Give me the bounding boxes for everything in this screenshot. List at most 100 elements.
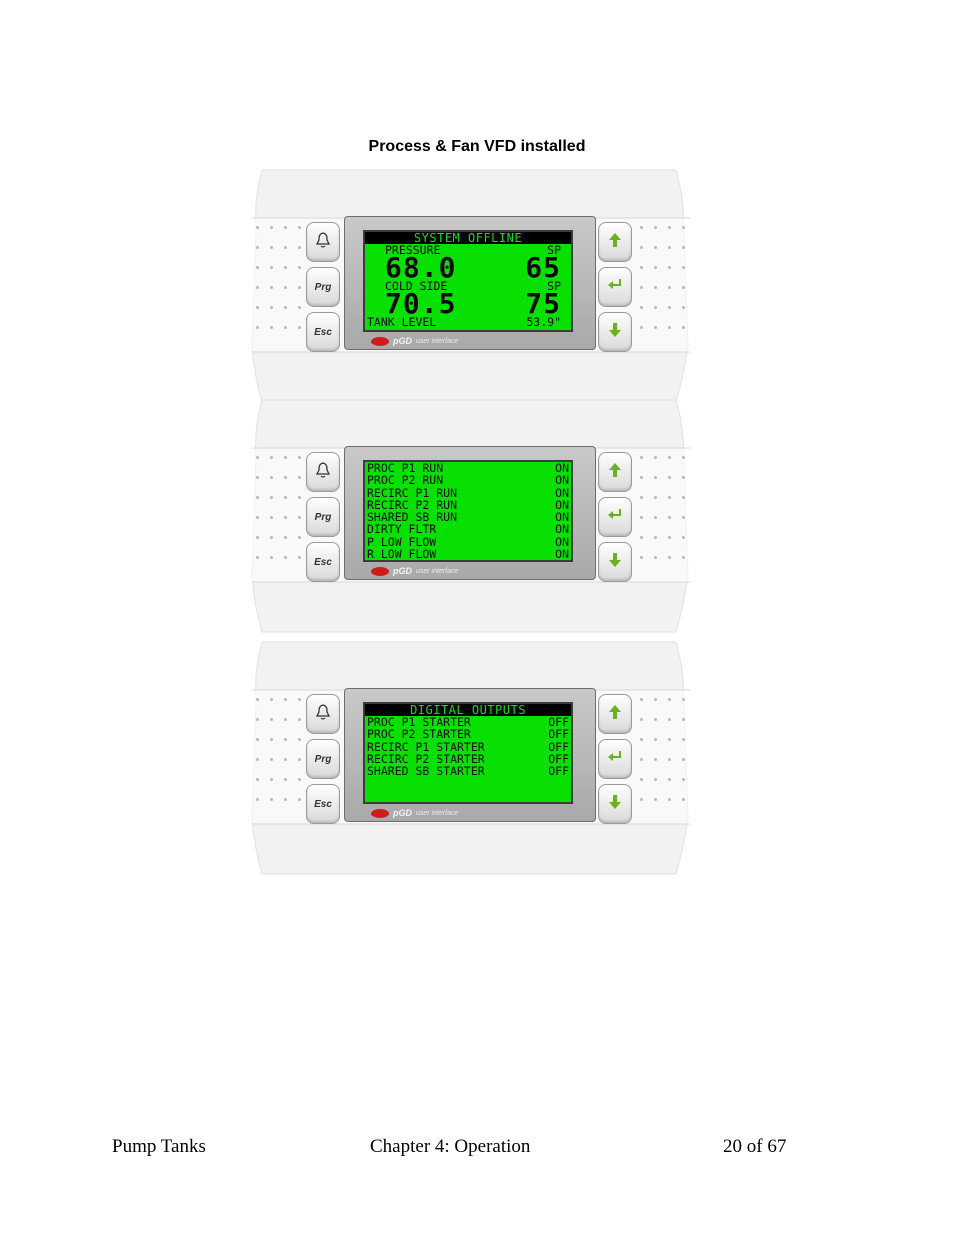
- enter-icon: [607, 278, 623, 297]
- page-heading: Process & Fan VFD installed: [368, 138, 586, 155]
- lcd-row-label: RECIRC P2 STARTER: [367, 751, 485, 766]
- lcd-row-value: OFF: [548, 715, 569, 729]
- lcd-row: DIRTY FLTR ON: [365, 522, 571, 537]
- speaker-grille: [256, 698, 304, 814]
- bell-icon: [315, 461, 331, 484]
- lcd-row-value: OFF: [548, 739, 569, 754]
- lcd-row-label: SHARED SB STARTER: [367, 764, 485, 779]
- lcd-row-label: PROC P1 STARTER: [367, 715, 471, 729]
- lcd-header: SYSTEM OFFLINE: [365, 232, 571, 244]
- lcd-row-value: ON: [555, 534, 569, 549]
- prg-button[interactable]: Prg: [306, 267, 340, 307]
- lcd-row-label: PROC P2 RUN: [367, 473, 444, 488]
- lcd-row-value: ON: [555, 485, 569, 500]
- brand-tagline: user interface: [416, 567, 459, 575]
- lcd-row-label: P LOW FLOW: [367, 534, 437, 549]
- down-button[interactable]: [598, 312, 632, 352]
- pgd-mark: pGD: [393, 566, 412, 576]
- speaker-grille: [256, 226, 304, 342]
- alarm-button[interactable]: [306, 694, 340, 734]
- lcd-row-value: ON: [555, 522, 569, 537]
- arrow-up-icon: [608, 462, 622, 483]
- enter-button[interactable]: [598, 739, 632, 779]
- brand-strip: pGD user interface: [371, 566, 458, 576]
- lcd-row-value: ON: [555, 473, 569, 488]
- footer-page-number: 20 of 67: [723, 1136, 787, 1157]
- speaker-grille: [640, 698, 688, 814]
- arrow-up-icon: [608, 704, 622, 725]
- carel-logo: [371, 336, 389, 346]
- lcd-row-value: ON: [555, 547, 569, 562]
- arrow-down-icon: [608, 322, 622, 343]
- down-button[interactable]: [598, 542, 632, 582]
- lcd-row-value: OFF: [548, 764, 569, 779]
- up-button[interactable]: [598, 694, 632, 734]
- esc-button[interactable]: Esc: [306, 542, 340, 582]
- lcd-row-value: OFF: [548, 727, 569, 742]
- lcd-row-label: SHARED SB RUN: [367, 510, 458, 525]
- carel-logo: [371, 566, 389, 576]
- esc-button[interactable]: Esc: [306, 784, 340, 824]
- brand-tagline: user interface: [416, 809, 459, 817]
- pressure-sp-label: SP: [547, 243, 561, 257]
- pressure-value: 68.0: [385, 251, 457, 284]
- pgd-mark: pGD: [393, 336, 412, 346]
- lcd-row-value: OFF: [548, 751, 569, 766]
- lcd-row: PROC P1 STARTER OFF: [365, 715, 571, 729]
- enter-button[interactable]: [598, 267, 632, 307]
- lcd-row: P LOW FLOW ON: [365, 534, 571, 549]
- lcd-row: RECIRC P1 RUN ON: [365, 485, 571, 500]
- lcd-row-value: ON: [555, 461, 569, 475]
- footer-document-title: Pump Tanks: [112, 1136, 206, 1157]
- lcd-screen: PROC P1 RUN ON PROC P2 RUN ON RECIRC P1 RUN O…: [363, 460, 573, 562]
- enter-icon: [607, 508, 623, 527]
- lcd-row-label: RECIRC P1 RUN: [367, 485, 458, 500]
- alarm-button[interactable]: [306, 452, 340, 492]
- lcd-row-label: DIRTY FLTR: [367, 522, 437, 537]
- lcd-row: PROC P2 RUN ON: [365, 473, 571, 488]
- up-button[interactable]: [598, 222, 632, 262]
- pgd-mark: pGD: [393, 808, 412, 818]
- up-button[interactable]: [598, 452, 632, 492]
- cold-side-sp-label: SP: [547, 279, 561, 293]
- down-button[interactable]: [598, 784, 632, 824]
- bell-icon: [315, 231, 331, 254]
- speaker-grille: [640, 456, 688, 572]
- tank-level-value: 53.9": [526, 315, 561, 329]
- lcd-row-value: ON: [555, 510, 569, 525]
- lcd-row-label: PROC P1 RUN: [367, 461, 444, 475]
- footer-chapter: Chapter 4: Operation: [370, 1136, 531, 1157]
- arrow-up-icon: [608, 232, 622, 253]
- speaker-grille: [256, 456, 304, 572]
- lcd-row: SHARED SB STARTER OFF: [365, 764, 571, 779]
- carel-logo: [371, 808, 389, 818]
- bell-icon: [315, 703, 331, 726]
- alarm-button[interactable]: [306, 222, 340, 262]
- cold-side-value: 70.5: [385, 287, 457, 320]
- arrow-down-icon: [608, 552, 622, 573]
- brand-strip: pGD user interface: [371, 808, 458, 818]
- tank-level-label: TANK LEVEL: [367, 315, 437, 329]
- lcd-row-label: PROC P2 STARTER: [367, 727, 471, 742]
- lcd-header: DIGITAL OUTPUTS: [365, 704, 571, 716]
- prg-button[interactable]: Prg: [306, 739, 340, 779]
- cold-side-setpoint: 75: [525, 287, 561, 320]
- lcd-row: PROC P1 RUN ON: [365, 462, 571, 474]
- lcd-row-label: RECIRC P2 RUN: [367, 497, 458, 512]
- esc-button[interactable]: Esc: [306, 312, 340, 352]
- enter-button[interactable]: [598, 497, 632, 537]
- lcd-row: SHARED SB RUN ON: [365, 510, 571, 525]
- prg-button[interactable]: Prg: [306, 497, 340, 537]
- arrow-down-icon: [608, 794, 622, 815]
- enter-icon: [607, 750, 623, 769]
